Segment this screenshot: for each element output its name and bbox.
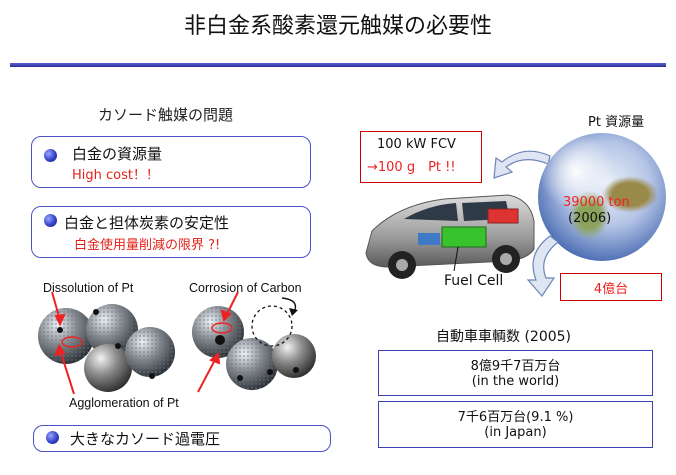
- pt-resource-label: Pt 資源量: [588, 115, 645, 130]
- slide-title: 非白金系酸素還元触媒の必要性: [183, 14, 492, 39]
- fcv-callout: 100 kW FCV →100 g Pt !!: [360, 131, 482, 183]
- problem-label: 白金と担体炭素の安定性: [64, 214, 230, 232]
- pt-resource-amount: 39000 ton: [563, 195, 630, 210]
- problem-item-resource: 白金の資源量 High cost！！: [31, 136, 311, 188]
- fcv-power: 100 kW FCV: [377, 137, 456, 152]
- pt-resource-year: (2006): [568, 211, 612, 226]
- japan-vehicles-value: 7千6百万台(9.1 %): [457, 410, 574, 425]
- world-vehicles-value: 8億9千7百万台: [470, 359, 561, 374]
- fcv-pt-demand: →100 g Pt !!: [367, 160, 456, 175]
- bullet-icon: [44, 214, 57, 227]
- japan-vehicles-label: (in Japan): [484, 425, 547, 440]
- problem-item-overpotential: 大きなカソード過電圧: [33, 425, 331, 452]
- problem-label: 大きなカソード過電圧: [70, 430, 221, 448]
- bullet-icon: [46, 431, 59, 444]
- curved-arrow-icon: [493, 150, 551, 179]
- japan-vehicles-box: 7千6百万台(9.1 %) (in Japan): [378, 401, 653, 448]
- vehicle-count-callout: 4億台: [560, 273, 662, 301]
- problem-note: High cost！！: [72, 168, 159, 183]
- problem-label: 白金の資源量: [72, 145, 163, 163]
- carbon-particle: [272, 334, 316, 378]
- fcv-car-image: [365, 194, 535, 279]
- problems-heading: カソード触媒の問題: [98, 106, 234, 124]
- problem-item-stability: 白金と担体炭素の安定性 白金使用量削減の限界 ?!: [31, 206, 311, 258]
- world-vehicles-box: 8億9千7百万台 (in the world): [378, 350, 653, 396]
- curved-arrow-icon: [526, 235, 559, 297]
- vehicles-heading: 自動車車輌数 (2005): [436, 329, 572, 345]
- title-divider: [10, 63, 666, 67]
- agglomeration-label: Agglomeration of Pt: [69, 396, 179, 410]
- degradation-diagram: [38, 291, 316, 395]
- problem-note: 白金使用量削減の限界 ?!: [74, 238, 221, 253]
- fuel-cell-label: Fuel Cell: [444, 273, 504, 289]
- bullet-icon: [44, 149, 57, 162]
- earth-image: [538, 133, 666, 261]
- dissolution-label: Dissolution of Pt: [43, 281, 134, 295]
- corrosion-label: Corrosion of Carbon: [189, 281, 302, 295]
- world-vehicles-label: (in the world): [471, 374, 560, 389]
- vehicle-count-text: 4億台: [593, 282, 629, 297]
- carbon-particle: [84, 344, 132, 392]
